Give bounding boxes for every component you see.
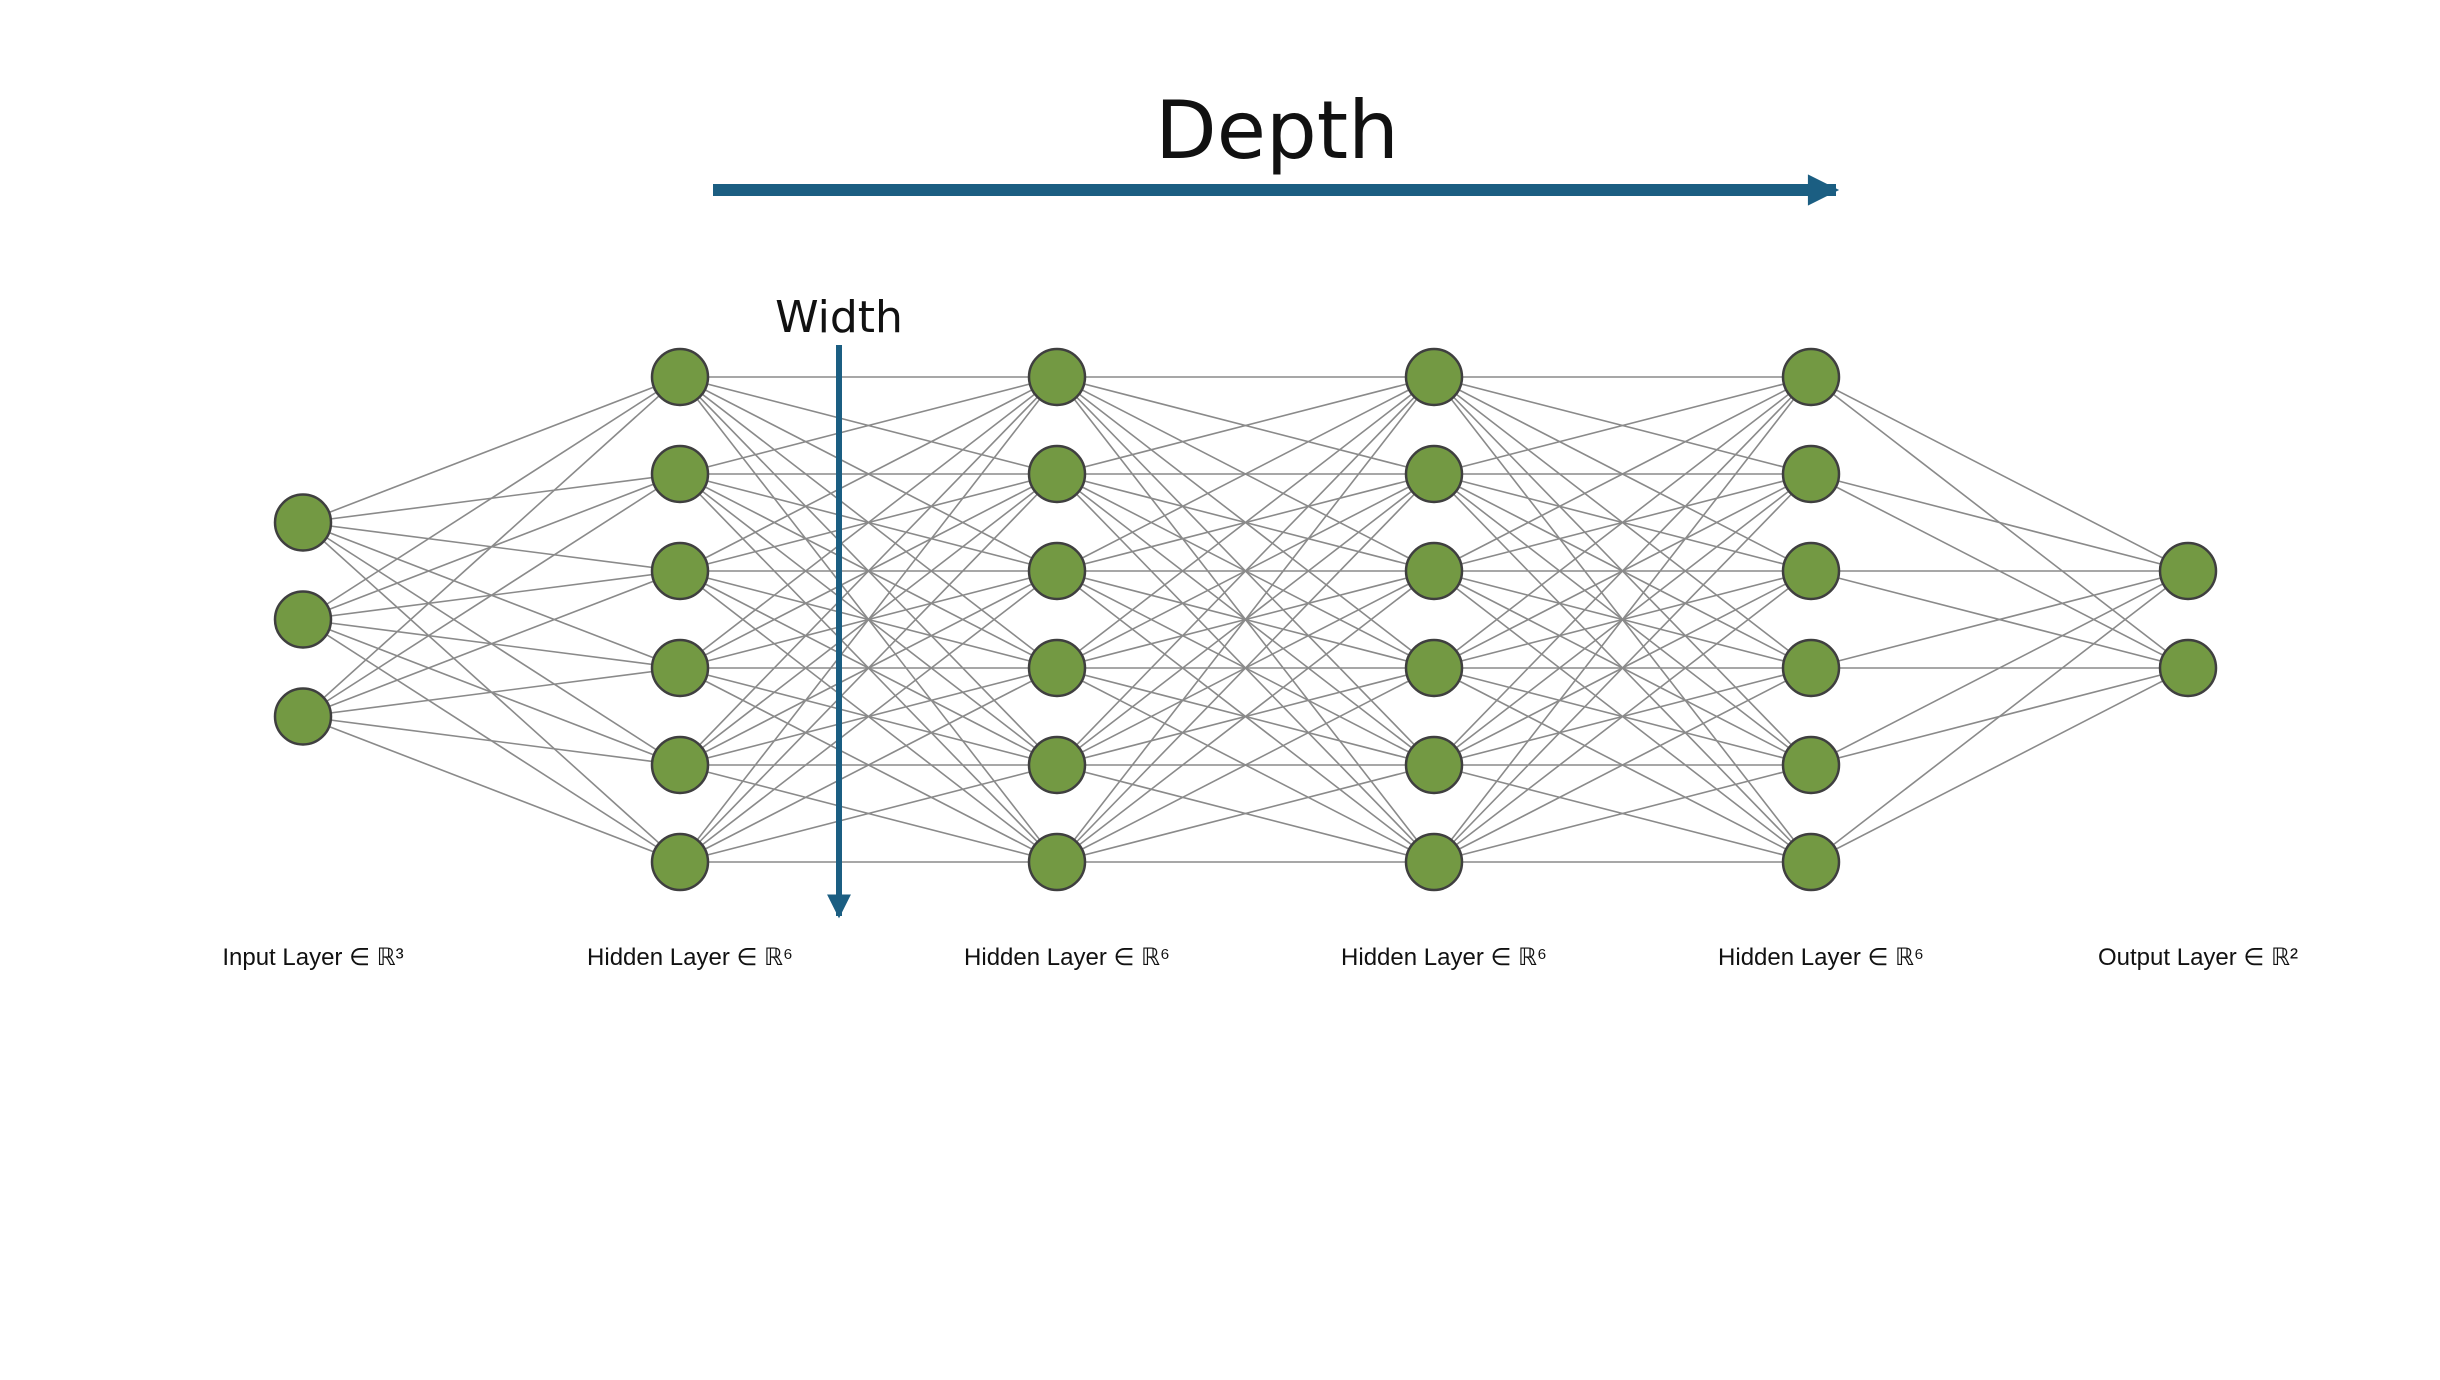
node-layer5-0 bbox=[2158, 541, 2218, 601]
node-layer5-1 bbox=[2158, 638, 2218, 698]
edge-layer1-node4-to-node0 bbox=[679, 376, 1058, 766]
node-layer0-1 bbox=[273, 590, 333, 649]
layer-label-2: Hidden Layer ∈ ℝ⁶ bbox=[964, 944, 1170, 971]
node-layer2-2 bbox=[1027, 541, 1087, 601]
edge-layer4-node1-to-node0 bbox=[1810, 473, 2189, 572]
edge-layer2-node3-to-node0 bbox=[1056, 376, 1435, 669]
edge-layer0-node2-to-node4 bbox=[302, 715, 681, 766]
network-nodes bbox=[273, 347, 2218, 892]
edge-layer3-node5-to-node3 bbox=[1433, 667, 1812, 863]
layer-label-3: Hidden Layer ∈ ℝ⁶ bbox=[1341, 944, 1547, 971]
layer-label-0: Input Layer ∈ ℝ³ bbox=[222, 944, 403, 971]
edge-layer0-node2-to-node2 bbox=[302, 570, 681, 718]
edge-layer4-node4-to-node0 bbox=[1810, 570, 2189, 766]
node-layer3-2 bbox=[1404, 541, 1464, 601]
node-layer1-3 bbox=[650, 638, 710, 698]
edge-layer1-node5-to-node1 bbox=[679, 473, 1058, 863]
node-layer4-3 bbox=[1781, 638, 1841, 698]
node-layer1-4 bbox=[650, 735, 710, 795]
node-layer4-1 bbox=[1781, 444, 1841, 504]
width-label: Width bbox=[775, 292, 903, 343]
layer-label-1: Hidden Layer ∈ ℝ⁶ bbox=[587, 944, 793, 971]
layer-labels: Input Layer ∈ ℝ³ Hidden Layer ∈ ℝ⁶ Hidden … bbox=[222, 944, 2298, 971]
edge-layer4-node5-to-node1 bbox=[1810, 667, 2189, 863]
node-layer1-0 bbox=[650, 347, 710, 407]
node-layer3-5 bbox=[1404, 832, 1464, 892]
node-layer1-5 bbox=[650, 832, 710, 892]
edge-layer1-node2-to-node0 bbox=[679, 376, 1058, 572]
edge-layer1-node5-to-node4 bbox=[679, 764, 1058, 863]
edge-layer2-node2-to-node0 bbox=[1056, 376, 1435, 572]
layer-label-4: Hidden Layer ∈ ℝ⁶ bbox=[1718, 944, 1924, 971]
node-layer4-5 bbox=[1781, 832, 1841, 892]
edge-layer0-node2-to-node0 bbox=[302, 376, 681, 718]
edge-layer0-node2-to-node3 bbox=[302, 667, 681, 718]
edge-layer0-node2-to-node5 bbox=[302, 715, 681, 863]
edge-layer2-node1-to-node0 bbox=[1056, 376, 1435, 475]
edge-layer2-node5-to-node0 bbox=[1056, 376, 1435, 863]
edge-layer3-node5-to-node1 bbox=[1433, 473, 1812, 863]
edge-layer3-node3-to-node0 bbox=[1433, 376, 1812, 669]
depth-label: Depth bbox=[1155, 84, 1399, 177]
edge-layer2-node5-to-node2 bbox=[1056, 570, 1435, 863]
node-layer4-4 bbox=[1781, 735, 1841, 795]
node-layer3-0 bbox=[1404, 347, 1464, 407]
node-layer0-2 bbox=[273, 687, 333, 746]
edge-layer0-node2-to-node1 bbox=[302, 473, 681, 718]
node-layer2-1 bbox=[1027, 444, 1087, 504]
edge-layer3-node5-to-node2 bbox=[1433, 570, 1812, 863]
layer-label-5: Output Layer ∈ ℝ² bbox=[2098, 944, 2298, 971]
edge-layer3-node1-to-node0 bbox=[1433, 376, 1812, 475]
node-layer0-0 bbox=[273, 493, 333, 552]
node-layer3-1 bbox=[1404, 444, 1464, 504]
node-layer4-2 bbox=[1781, 541, 1841, 601]
edge-layer3-node4-to-node0 bbox=[1433, 376, 1812, 766]
edge-layer2-node5-to-node4 bbox=[1056, 764, 1435, 863]
node-layer2-3 bbox=[1027, 638, 1087, 698]
node-layer4-0 bbox=[1781, 347, 1841, 407]
node-layer3-4 bbox=[1404, 735, 1464, 795]
node-layer1-2 bbox=[650, 541, 710, 601]
edge-layer2-node4-to-node0 bbox=[1056, 376, 1435, 766]
connection-edges bbox=[302, 376, 2189, 863]
edge-layer0-node1-to-node0 bbox=[302, 376, 681, 621]
edge-layer1-node5-to-node0 bbox=[679, 376, 1058, 863]
edge-layer2-node5-to-node3 bbox=[1056, 667, 1435, 863]
edge-layer4-node5-to-node0 bbox=[1810, 570, 2189, 863]
edge-layer4-node0-to-node0 bbox=[1810, 376, 2189, 572]
edge-layer1-node5-to-node2 bbox=[679, 570, 1058, 863]
edge-layer2-node5-to-node1 bbox=[1056, 473, 1435, 863]
edge-layer1-node1-to-node0 bbox=[679, 376, 1058, 475]
node-layer2-4 bbox=[1027, 735, 1087, 795]
node-layer2-0 bbox=[1027, 347, 1087, 407]
edge-layer3-node2-to-node0 bbox=[1433, 376, 1812, 572]
edge-layer4-node3-to-node0 bbox=[1810, 570, 2189, 669]
edge-layer1-node5-to-node3 bbox=[679, 667, 1058, 863]
edge-layer3-node5-to-node0 bbox=[1433, 376, 1812, 863]
edge-layer3-node5-to-node4 bbox=[1433, 764, 1812, 863]
node-layer3-3 bbox=[1404, 638, 1464, 698]
edge-layer0-node0-to-node0 bbox=[302, 376, 681, 524]
node-layer1-1 bbox=[650, 444, 710, 504]
edge-layer1-node3-to-node0 bbox=[679, 376, 1058, 669]
node-layer2-5 bbox=[1027, 832, 1087, 892]
